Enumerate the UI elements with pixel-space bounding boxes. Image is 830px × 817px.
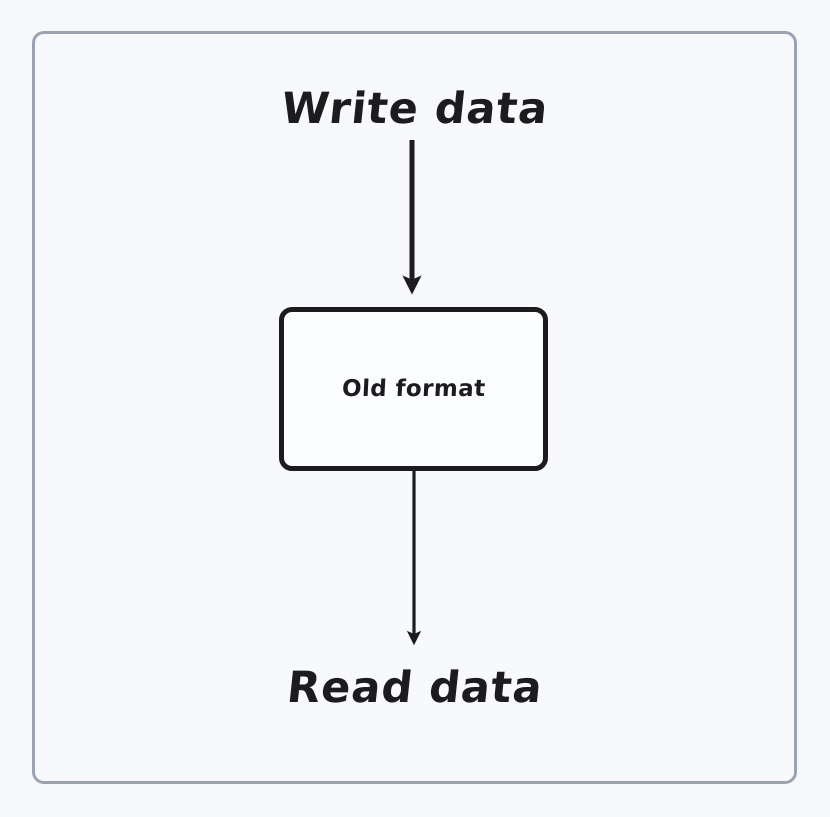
node-label-read-data: Read data [284, 663, 546, 713]
node-label-write-data: Write data [279, 84, 551, 134]
node-old-format[interactable]: Old format [279, 307, 548, 471]
node-label-old-format: Old format [341, 376, 486, 402]
